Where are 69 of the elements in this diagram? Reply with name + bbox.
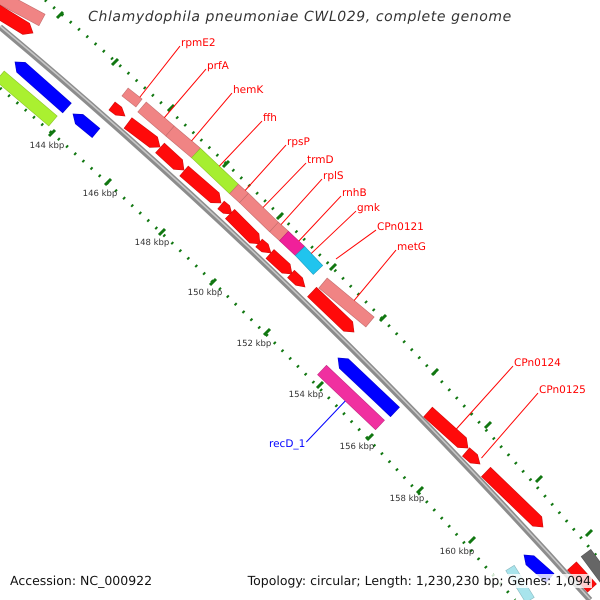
tick-label: 158 kbp xyxy=(390,495,424,505)
gene-feature xyxy=(287,270,306,288)
gene-label: rpsP xyxy=(287,136,310,148)
gene-label: trmD xyxy=(307,154,334,166)
leader-line xyxy=(298,196,342,242)
leader-line xyxy=(218,120,262,167)
gene-feature xyxy=(423,406,468,448)
gene-feature xyxy=(307,286,354,332)
gene-feature xyxy=(165,126,201,158)
gene-feature xyxy=(0,2,34,35)
gene-feature xyxy=(14,62,72,114)
leader-line xyxy=(310,210,356,254)
leader-line xyxy=(480,392,538,459)
accession-text: Accession: NC_000922 xyxy=(9,574,154,588)
gene-label: CPn0121 xyxy=(377,221,424,234)
gene-feature xyxy=(279,230,305,256)
gene-feature xyxy=(255,238,272,254)
gene-feature xyxy=(0,0,46,26)
gene-feature xyxy=(229,184,249,204)
map-title: Chlamydophila pneumoniae CWL029, complete genome xyxy=(87,9,513,26)
gene-feature xyxy=(0,70,58,126)
gene-feature xyxy=(294,246,324,275)
gene-feature xyxy=(155,142,184,170)
gene-label: CPn0125 xyxy=(539,384,586,396)
tick-label: 150 kbp xyxy=(188,289,222,299)
gene-label: rpmE2 xyxy=(181,37,216,50)
leader-line xyxy=(262,162,306,208)
tick-label: 160 kbp xyxy=(440,548,474,558)
gene-feature xyxy=(224,208,260,244)
gene-label: rnhB xyxy=(342,187,367,200)
leader-line xyxy=(354,250,396,301)
gene-feature xyxy=(108,102,126,116)
gene-feature xyxy=(72,114,100,138)
tick-label: 152 kbp xyxy=(236,340,272,350)
gene-label: ffh xyxy=(263,112,277,124)
gene-feature xyxy=(179,166,222,204)
leader-line xyxy=(280,178,322,226)
leader-line xyxy=(336,230,376,260)
gene-label: hemK xyxy=(233,84,264,96)
gene-label: gmk xyxy=(357,202,380,214)
tick-label: 156 kbp xyxy=(340,443,374,453)
gene-feature xyxy=(239,192,279,232)
gene-feature xyxy=(462,447,480,464)
tick-label: 148 kbp xyxy=(134,239,170,249)
gene-feature xyxy=(217,200,232,214)
gene-feature xyxy=(266,249,292,274)
gene-feature xyxy=(137,102,175,136)
leader-line xyxy=(164,68,206,118)
genome-stats-text: Topology: circular; Length: 1,230,230 bp; Genes: 1,094 xyxy=(246,574,592,588)
leader-line xyxy=(244,144,286,191)
gene-feature xyxy=(269,222,289,242)
gene-label: metG xyxy=(397,241,426,254)
leader-line xyxy=(456,366,514,430)
gene-feature xyxy=(481,466,544,528)
leader-line xyxy=(191,92,232,142)
tick-label: 144 kbp xyxy=(30,142,64,152)
gene-label: CPn0124 xyxy=(514,357,561,370)
leader-line xyxy=(139,46,180,98)
gene-feature xyxy=(121,88,143,108)
gene-feature xyxy=(191,148,239,194)
tick-label: 146 kbp xyxy=(82,190,118,200)
gene-label: recD_1 xyxy=(269,438,306,450)
gene-feature xyxy=(338,358,400,418)
gene-label: prfA xyxy=(207,60,229,72)
gene-label: rplS xyxy=(323,170,344,182)
gene-feature xyxy=(318,278,375,328)
tick-label: 154 kbp xyxy=(288,391,324,401)
leader-line xyxy=(306,400,346,442)
gene-feature xyxy=(124,117,160,148)
